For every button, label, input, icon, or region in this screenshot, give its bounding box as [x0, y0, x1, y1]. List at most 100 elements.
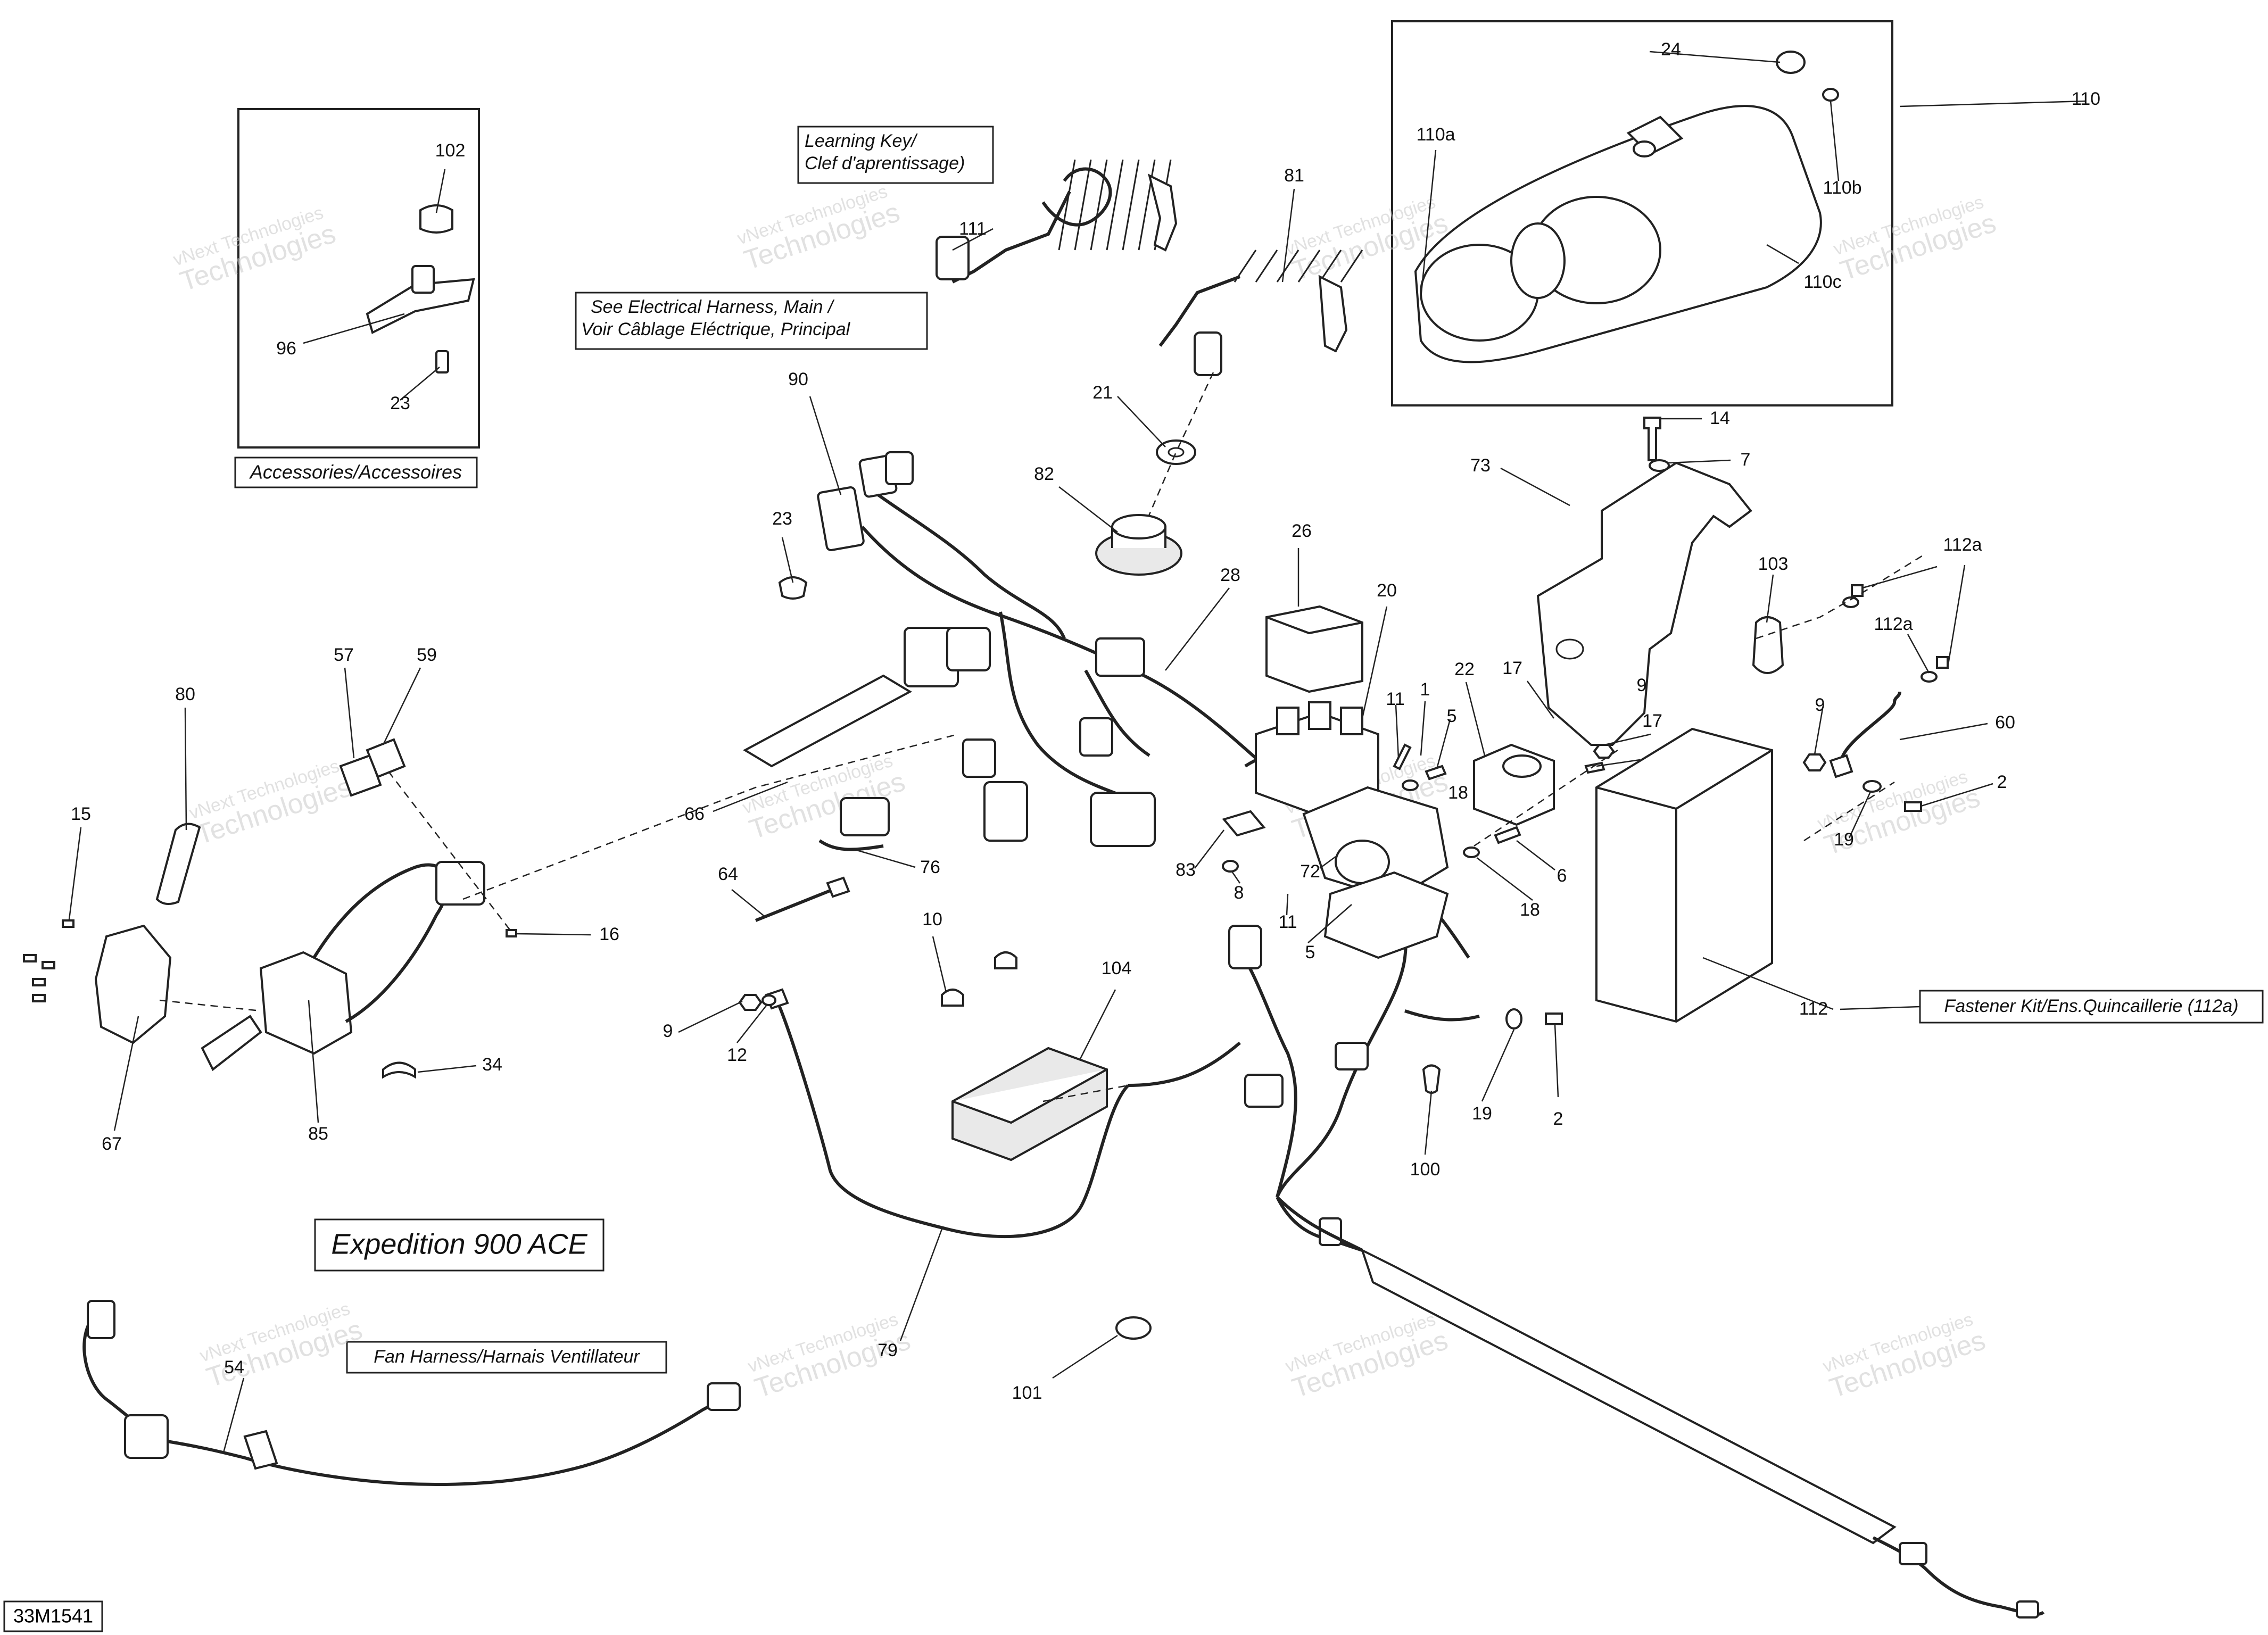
watermark: vNext Technologies Technologies [735, 181, 904, 276]
watermark: vNext Technologies Technologies [171, 203, 340, 297]
washer-19b-part [1505, 1008, 1522, 1030]
grommet-8-part [1222, 860, 1239, 873]
fastener-kit-text: Fastener Kit/Ens.Quincaillerie (112a) [1944, 996, 2238, 1016]
tape-57-part [339, 754, 382, 797]
bolt-11a-part [1393, 743, 1412, 770]
callout-21: 21 [1092, 383, 1113, 403]
watermark: vNext Technologies Technologies [187, 756, 355, 851]
coil-cord-81-part [1158, 250, 1363, 376]
callout-72: 72 [1300, 861, 1320, 882]
screw-left-2 [42, 961, 55, 969]
washer-112a-part [1842, 596, 1859, 608]
callout-82: 82 [1034, 464, 1054, 484]
dash-81-82 [1143, 372, 1214, 527]
callout-9: 9 [1637, 675, 1647, 695]
plug-10a-part [941, 989, 964, 1007]
bolt-112a2-part [1936, 656, 1949, 669]
callout-110c: 110c [1803, 272, 1841, 292]
callout-10: 10 [922, 909, 942, 929]
callout-2: 2 [1997, 772, 2007, 792]
watermark: vNext Technologies Technologies [1820, 1309, 1989, 1404]
washer-19a-part [1863, 780, 1882, 793]
clip-23-part [435, 350, 449, 374]
connector-83-part [1222, 810, 1266, 837]
relay-26-part [1265, 605, 1363, 693]
fan-harness-text: Fan Harness/Harnais Ventillateur [374, 1347, 640, 1367]
callout-104: 104 [1102, 958, 1132, 978]
callout-15: 15 [71, 804, 91, 824]
grommet-100-part [1422, 1064, 1441, 1094]
screw-15-part [62, 919, 75, 928]
bolt-17b-part [1584, 761, 1605, 774]
screw-16-part [506, 929, 517, 937]
callout-11: 11 [1386, 689, 1404, 709]
callout-101: 101 [1012, 1383, 1042, 1403]
dash-regulator [1042, 1084, 1129, 1102]
nut-9-part [1802, 753, 1827, 771]
diagram-code-box: 33M1541 [3, 1600, 103, 1632]
callout-20: 20 [1377, 580, 1397, 601]
callout-110: 110 [2072, 89, 2100, 109]
see-harness-label: See Electrical Harness, Main / Voir Câbl… [575, 292, 928, 350]
model-title: Expedition 900 ACE [331, 1228, 587, 1260]
callout-19-b: 19 [1472, 1103, 1492, 1124]
callout-12: 12 [727, 1045, 747, 1065]
tape-59-part [366, 738, 406, 778]
see-harness-line1: See Electrical Harness, Main / [591, 297, 835, 317]
accessories-frame [237, 108, 480, 449]
solenoid-72-part [1302, 786, 1449, 959]
instrument-cluster-110-part [1414, 105, 1822, 363]
diagram-code: 33M1541 [13, 1605, 93, 1627]
bolt-2b-part [1545, 1012, 1563, 1025]
callout-59: 59 [417, 645, 437, 665]
callout-5: 5 [1447, 706, 1457, 726]
callout-17-b: 17 [1642, 711, 1662, 731]
dash-67-85 [159, 999, 261, 1012]
callout-112a-b: 112a [1874, 614, 1913, 634]
callout-18-b: 18 [1520, 900, 1540, 920]
cluster-frame [1391, 20, 1893, 406]
callout-34: 34 [482, 1055, 502, 1075]
callout-8: 8 [1234, 883, 1244, 903]
callout-24: 24 [1661, 39, 1681, 60]
callout-57: 57 [334, 645, 354, 665]
washer-21-hole [1168, 447, 1185, 458]
cable-64-part [755, 876, 850, 922]
callout-81: 81 [1284, 165, 1304, 186]
dash-relay [1474, 749, 1618, 847]
callout-76: 76 [920, 857, 940, 877]
fastener-kit-label: Fastener Kit/Ens.Quincaillerie (112a) [1919, 990, 2264, 1024]
terminal-103-part [1752, 616, 1784, 674]
washer-18a-part [1402, 779, 1419, 791]
battery-112-part [1595, 727, 1773, 1023]
nut-9c-part [738, 994, 763, 1011]
learning-key-111-part [936, 159, 1178, 284]
callout-90: 90 [788, 369, 808, 389]
callout-54: 54 [224, 1357, 244, 1377]
callout-96: 96 [276, 338, 296, 359]
washer-112a2-part [1921, 671, 1938, 683]
see-harness-line2: Voir Câblage Eléctrique, Principal [581, 319, 851, 339]
boot-80-part [155, 823, 201, 905]
bolt-14-part [1643, 417, 1661, 461]
model-title-box: Expedition 900 ACE [314, 1218, 605, 1272]
connector-76-part [818, 797, 890, 851]
screw-left-1 [23, 954, 37, 962]
callout-9-b: 9 [1815, 695, 1825, 715]
callout-110b: 110b [1823, 178, 1861, 198]
fan-harness-54-part [82, 1300, 741, 1487]
leader-lines [68, 51, 2087, 1453]
callout-111: 111 [959, 219, 987, 239]
callout-16: 16 [599, 924, 619, 944]
accessories-text: Accessories/Accessoires [249, 461, 462, 483]
callout-100: 100 [1410, 1159, 1441, 1180]
connector-96-plug [411, 265, 435, 294]
accessories-label: Accessories/Accessoires [234, 457, 478, 488]
callout-19: 19 [1834, 829, 1854, 850]
callout-112a: 112a [1943, 535, 1982, 555]
callout-64: 64 [718, 864, 738, 884]
screw-left-4 [32, 994, 46, 1002]
callout-23-b: 23 [772, 509, 792, 529]
nut-9a-part [1593, 744, 1615, 759]
